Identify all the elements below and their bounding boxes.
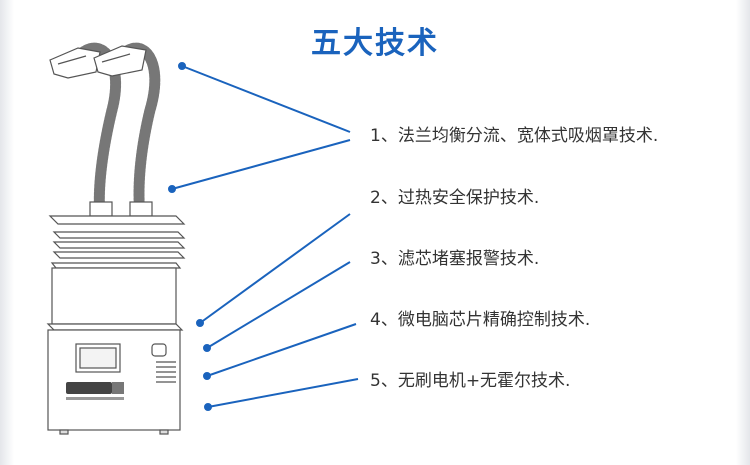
- control-knob: [151, 343, 167, 357]
- leader-line-1a: [181, 65, 351, 133]
- right-hood-icon: [93, 45, 147, 77]
- brand-logo: [66, 382, 124, 400]
- leader-line-2: [199, 213, 351, 324]
- left-frame-shade: [0, 0, 14, 465]
- feature-5: 5、无刷电机+无霍尔技术.: [370, 371, 571, 391]
- leader-line-4: [206, 323, 357, 377]
- filter-box: [51, 267, 177, 325]
- left-hood-icon: [49, 47, 101, 79]
- feature-2: 2、过热安全保护技术.: [370, 188, 540, 208]
- leader-line-1b: [171, 139, 351, 190]
- right-frame-shade: [736, 0, 750, 465]
- top-plate: [48, 215, 186, 225]
- left-hose: [74, 42, 122, 221]
- feature-4: 4、微电脑芯片精确控制技术.: [370, 310, 591, 330]
- feature-3: 3、滤芯堵塞报警技术.: [370, 249, 540, 269]
- leader-line-3: [206, 261, 351, 349]
- leader-line-5: [207, 378, 359, 408]
- page-title: 五大技术: [311, 26, 439, 61]
- feature-1: 1、法兰均衡分流、宽体式吸烟罩技术.: [370, 126, 659, 146]
